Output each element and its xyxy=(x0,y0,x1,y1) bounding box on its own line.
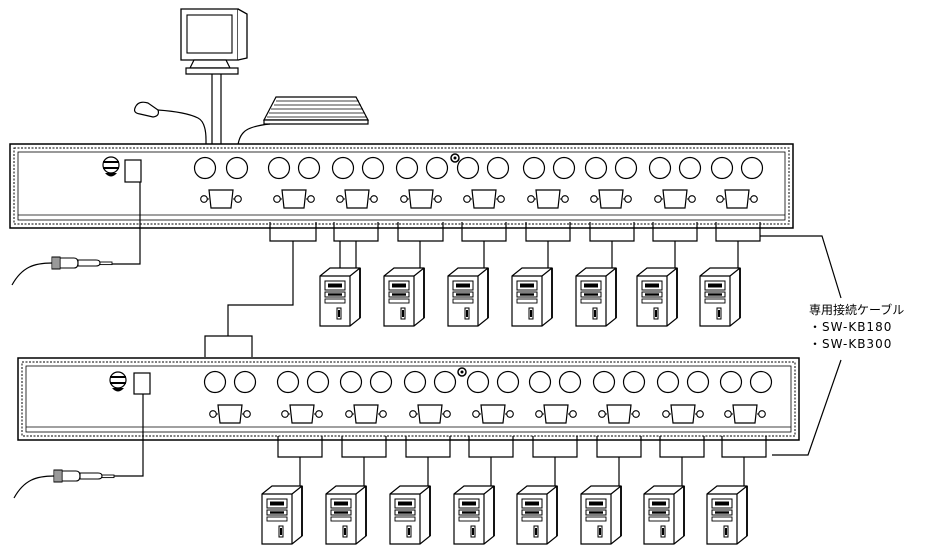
tower-pc-icon xyxy=(575,267,617,327)
cable-label: 専用接続ケーブル ・SW-KB180 ・SW-KB300 xyxy=(809,302,927,353)
tower-pc-icon xyxy=(325,485,367,545)
cable-model-2: ・SW-KB300 xyxy=(809,337,893,351)
tower-pc-icon xyxy=(447,267,489,327)
upper-pc-cables xyxy=(204,222,761,357)
power-switch-upper xyxy=(102,156,142,183)
lower-computers xyxy=(261,485,748,545)
tower-pc-icon xyxy=(699,267,741,327)
tower-pc-icon xyxy=(706,485,748,545)
monitor-icon xyxy=(180,8,248,75)
keyboard-icon xyxy=(263,96,369,125)
lower-pc-cables xyxy=(277,436,767,486)
power-switch-lower xyxy=(109,371,151,395)
upper-kvm-switch xyxy=(9,143,794,229)
tower-pc-icon xyxy=(643,485,685,545)
tower-pc-icon xyxy=(453,485,495,545)
tower-pc-icon xyxy=(389,485,431,545)
power-plug-icon-lower xyxy=(13,394,144,499)
cable-model-1: ・SW-KB180 xyxy=(809,320,893,334)
tower-pc-icon xyxy=(580,485,622,545)
tower-pc-icon xyxy=(383,267,425,327)
lower-ports xyxy=(203,367,773,424)
power-plug-icon-upper xyxy=(11,182,141,286)
cable-label-title: 専用接続ケーブル xyxy=(809,303,905,317)
cable-label-bracket xyxy=(760,235,842,456)
tower-pc-icon xyxy=(319,267,361,327)
tower-pc-icon xyxy=(516,485,558,545)
lower-kvm-switch xyxy=(17,357,800,441)
tower-pc-icon xyxy=(511,267,553,327)
tower-pc-icon xyxy=(636,267,678,327)
mouse-icon xyxy=(133,101,207,157)
upper-computers xyxy=(319,267,741,327)
upper-ports xyxy=(193,153,764,209)
tower-pc-icon xyxy=(261,485,303,545)
